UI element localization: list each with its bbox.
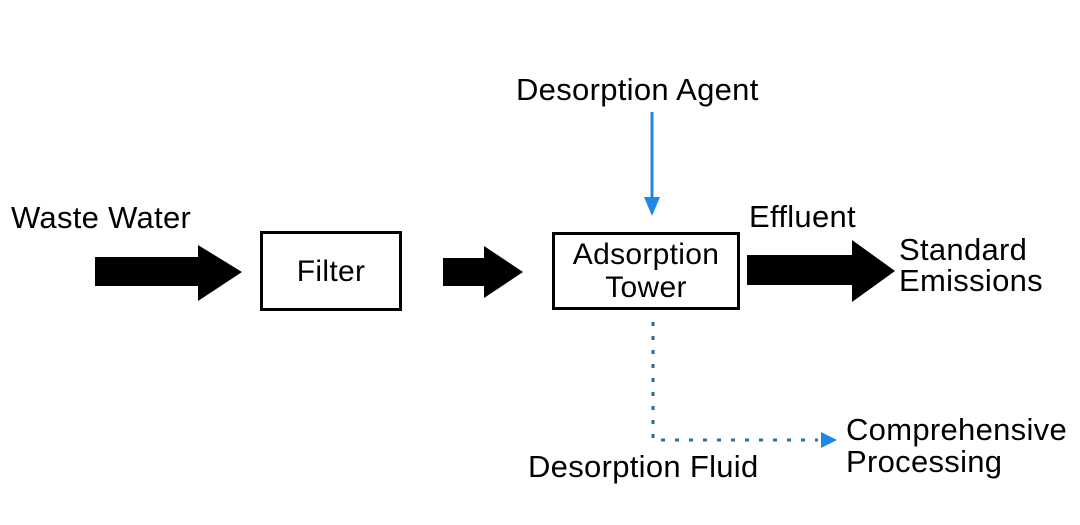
filter-label: Filter bbox=[296, 254, 366, 288]
desorption-agent-arrowhead-icon bbox=[644, 197, 660, 216]
standard-emissions-label: Standard Emissions bbox=[899, 232, 1043, 298]
waste-water-to-filter-arrow-icon bbox=[95, 245, 242, 301]
desorption-fluid-arrowhead-icon bbox=[821, 432, 837, 448]
desorption-fluid-label: Desorption Fluid bbox=[528, 449, 759, 484]
filter-box: Filter bbox=[260, 231, 402, 311]
waste-water-label: Waste Water bbox=[11, 200, 192, 235]
effluent-arrow-icon bbox=[747, 240, 895, 302]
comprehensive-processing-label: Comprehensive Processing bbox=[846, 412, 1068, 479]
desorption-fluid-dotted-path bbox=[651, 322, 818, 442]
desorption-agent-label: Desorption Agent bbox=[516, 72, 759, 107]
adsorption-tower-box: Adsorption Tower bbox=[552, 232, 740, 310]
effluent-label: Effluent bbox=[749, 199, 856, 234]
filter-to-tower-arrow-icon bbox=[443, 246, 523, 298]
adsorption-tower-label: Adsorption Tower bbox=[572, 238, 720, 304]
